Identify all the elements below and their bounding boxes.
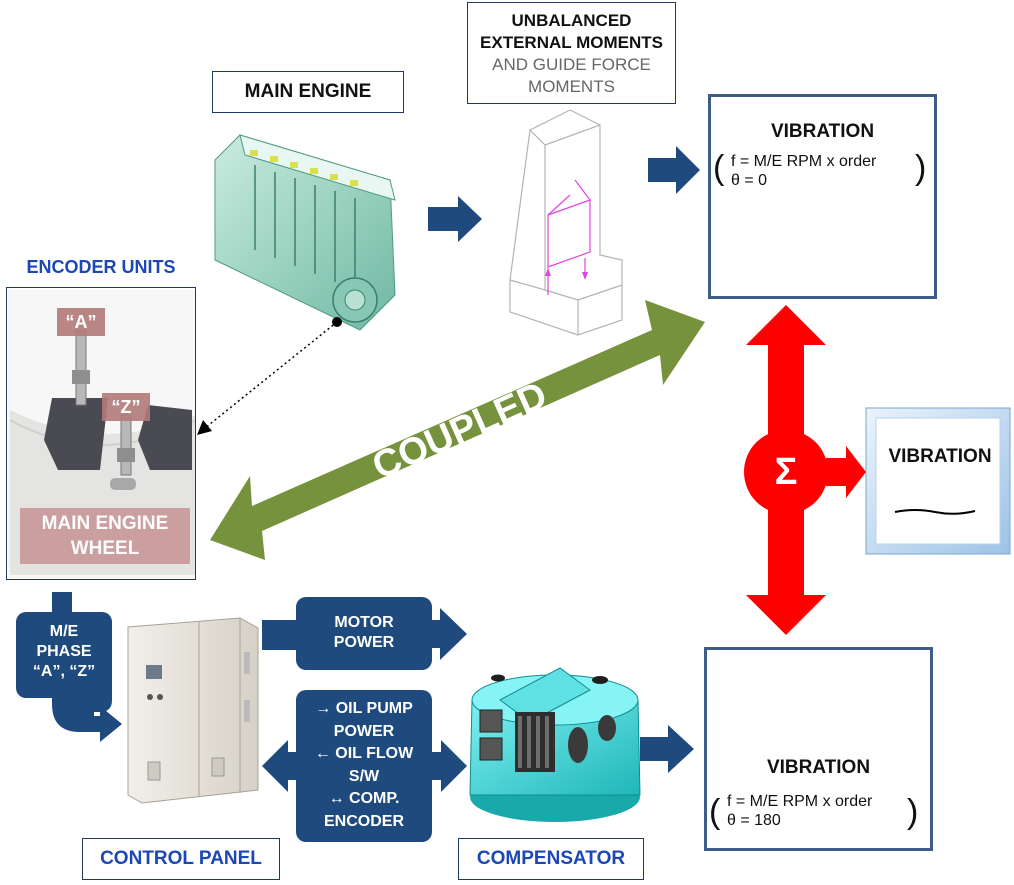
sigma-symbol: Σ [774,451,798,493]
vibration-result-title: VIBRATION [888,446,992,467]
wheel-line-2: WHEEL [70,538,140,559]
encoder-pointer-line [197,317,342,435]
paren-close-top: ) [915,149,927,187]
compensator-label: COMPENSATOR [458,838,644,880]
me-phase-label: M/E PHASE “A”, “Z” [32,623,96,680]
paren-close-bottom: ) [907,793,919,831]
coupled-arrow [210,300,705,560]
main-engine-image [214,134,396,331]
cantilever-structure-image [509,109,623,336]
signals-double-arrow [262,690,467,842]
encoder-units-title: ENCODER UNITS [6,246,196,288]
me-phase-arrow [16,592,122,742]
vibration-bottom-title: VIBRATION [766,757,871,778]
unbalanced-line-1: UNBALANCED [511,11,632,30]
unbalanced-line-4: MOMENTS [528,77,615,96]
vibration-bottom-formula: f = M/E RPM x order θ = 180 [727,793,873,829]
vibration-result-box [865,407,1011,555]
compensator-machine-image [469,667,641,822]
signals-label: → OIL PUMP POWER ← OIL FLOW S/W ↔ COMP. … [314,700,414,830]
paren-open-top: ( [713,149,725,187]
unbalanced-moments-label: UNBALANCED EXTERNAL MOMENTS AND GUIDE FO… [467,2,676,104]
main-engine-wheel-label: MAIN ENGINE WHEEL [20,508,190,564]
encoder-a-badge: “A” [57,308,105,336]
control-panel-cabinet-image [127,617,259,804]
vibration-top-title: VIBRATION [770,121,875,142]
motor-power-label: MOTOR POWER [333,614,395,651]
unbalanced-line-2: EXTERNAL MOMENTS [480,33,663,52]
unbalanced-line-3: AND GUIDE FORCE [492,55,651,74]
motor-power-arrow [262,597,467,670]
arrow-engine-to-structure [428,196,482,242]
control-panel-label: CONTROL PANEL [82,838,280,880]
encoder-z-badge: “Z” [102,393,150,421]
arrow-compensator-to-vibration [640,725,694,773]
sum-arrow [744,305,866,635]
paren-open-bottom: ( [709,793,721,831]
wheel-line-1: MAIN ENGINE [41,513,169,534]
vibration-top-box: VIBRATION ( f = M/E RPM x order θ = 0 ) [708,94,937,299]
main-engine-label: MAIN ENGINE [212,71,404,113]
vibration-bottom-box: VIBRATION ( f = M/E RPM x order θ = 180 … [704,647,933,851]
arrow-structure-to-vibration [648,146,700,194]
vibration-top-formula: f = M/E RPM x order θ = 0 [731,153,877,189]
